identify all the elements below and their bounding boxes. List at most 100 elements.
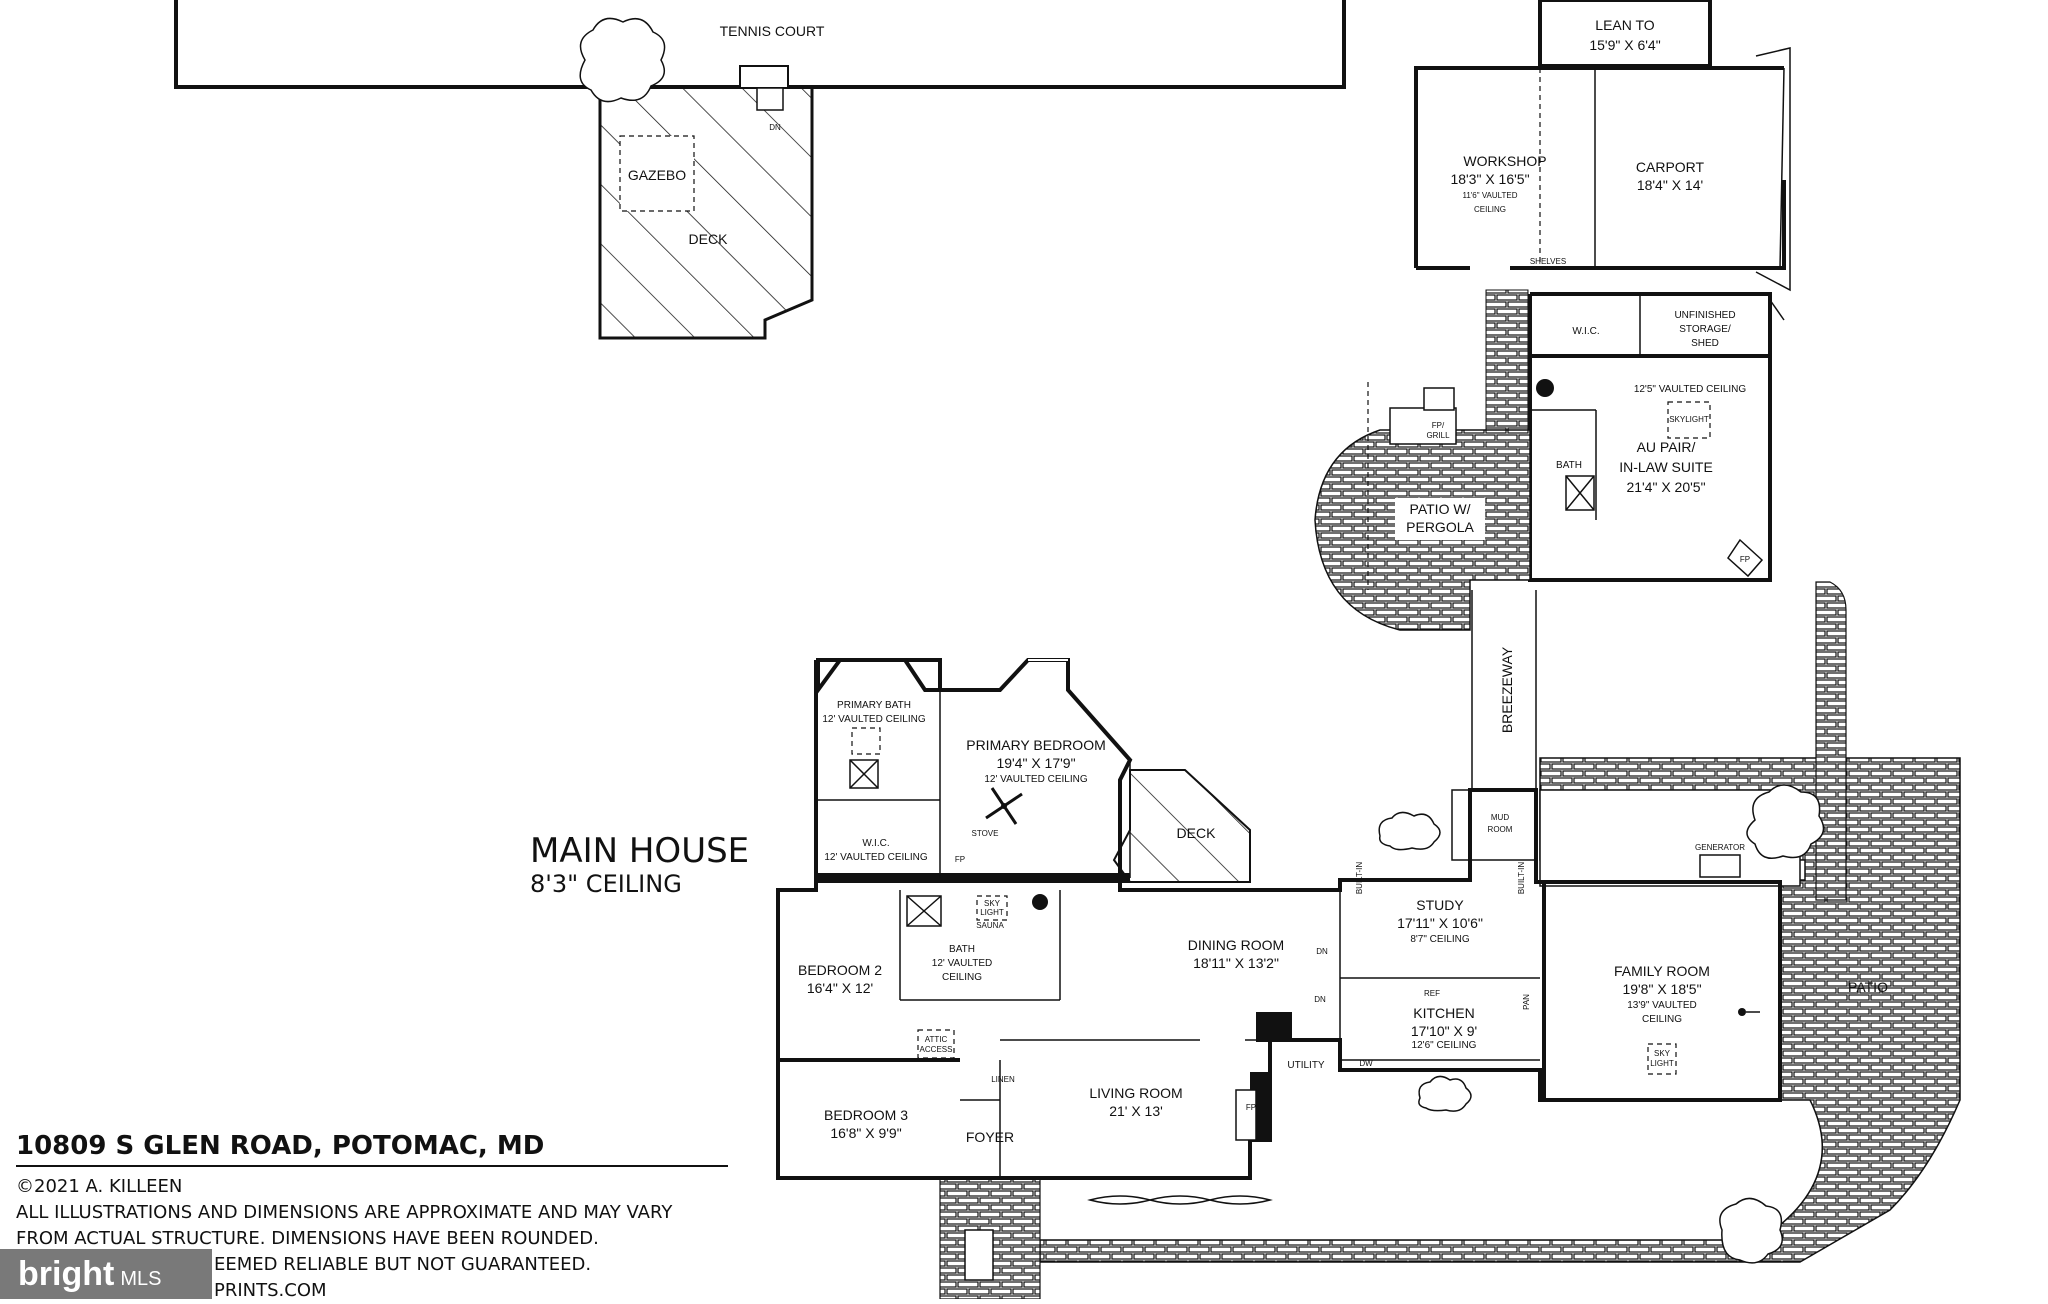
copyright: ©2021 A. KILLEEN	[16, 1176, 182, 1197]
svg-text:SKY: SKY	[1654, 1049, 1671, 1058]
primary-bedroom-label: PRIMARY BEDROOM	[966, 737, 1106, 753]
svg-text:EEMED RELIABLE BUT NOT GUARANT: EEMED RELIABLE BUT NOT GUARANTEED.	[214, 1254, 591, 1275]
svg-text:PAN: PAN	[1522, 994, 1531, 1010]
svg-text:FP: FP	[1740, 555, 1750, 564]
svg-text:ACCESS: ACCESS	[920, 1045, 953, 1054]
bedroom-2-label: BEDROOM 2	[798, 962, 882, 978]
svg-text:17'10" X 9': 17'10" X 9'	[1411, 1023, 1477, 1039]
svg-text:SKYLIGHT: SKYLIGHT	[1669, 415, 1709, 424]
svg-text:GENERATOR: GENERATOR	[1695, 843, 1745, 852]
svg-text:15'9" X 6'4": 15'9" X 6'4"	[1589, 37, 1660, 53]
gazebo-label: GAZEBO	[628, 167, 686, 183]
patio-pergola-label: PATIO W/	[1410, 501, 1471, 517]
utility-label: UTILITY	[1287, 1060, 1325, 1071]
svg-text:LIGHT: LIGHT	[1650, 1059, 1674, 1068]
svg-text:21' X 13': 21' X 13'	[1109, 1103, 1163, 1119]
svg-text:REF: REF	[1424, 989, 1440, 998]
bath-2-label: BATH	[949, 944, 975, 955]
main-house	[776, 658, 1782, 1180]
svg-text:PERGOLA: PERGOLA	[1406, 519, 1474, 535]
svg-text:SAUNA: SAUNA	[976, 921, 1004, 930]
workshop-label: WORKSHOP	[1463, 153, 1546, 169]
svg-text:PRINTS.COM: PRINTS.COM	[214, 1280, 327, 1299]
svg-text:12' VAULTED CEILING: 12' VAULTED CEILING	[824, 852, 927, 863]
svg-text:12' VAULTED CEILING: 12' VAULTED CEILING	[984, 774, 1087, 785]
svg-text:DW: DW	[1359, 1059, 1373, 1068]
kitchen-label: KITCHEN	[1413, 1005, 1474, 1021]
svg-text:18'11" X 13'2": 18'11" X 13'2"	[1193, 955, 1279, 971]
mud-room-label: MUD	[1491, 813, 1509, 822]
svg-text:FP: FP	[955, 855, 965, 864]
primary-bath-label: PRIMARY BATH	[837, 700, 911, 711]
svg-text:16'8" X 9'9": 16'8" X 9'9"	[830, 1125, 901, 1141]
deck-mid-label: DECK	[1177, 825, 1217, 841]
foyer-label: FOYER	[966, 1129, 1014, 1145]
family-room-label: FAMILY ROOM	[1614, 963, 1710, 979]
suite-bath-label: BATH	[1556, 460, 1582, 471]
au-pair-label: AU PAIR/	[1637, 439, 1696, 455]
living-room-label: LIVING ROOM	[1089, 1085, 1182, 1101]
breezeway-label: BREEZEWAY	[1499, 646, 1515, 733]
svg-text:8'7" CEILING: 8'7" CEILING	[1410, 934, 1470, 945]
svg-text:SKY: SKY	[984, 899, 1001, 908]
svg-text:12'6" CEILING: 12'6" CEILING	[1412, 1040, 1477, 1051]
svg-text:BUILT-IN: BUILT-IN	[1517, 862, 1526, 895]
svg-text:16'4" X 12': 16'4" X 12'	[807, 980, 873, 996]
address: 10809 S GLEN ROAD, POTOMAC, MD	[16, 1131, 544, 1161]
tennis-court-label: TENNIS COURT	[720, 23, 825, 39]
breezeway: BREEZEWAY	[1471, 590, 1537, 790]
svg-text:BUILT-IN: BUILT-IN	[1355, 862, 1364, 895]
svg-text:CEILING: CEILING	[942, 972, 982, 983]
svg-text:FP: FP	[1246, 1103, 1256, 1112]
svg-text:ALL ILLUSTRATIONS AND DIMENSIO: ALL ILLUSTRATIONS AND DIMENSIONS ARE APP…	[16, 1202, 673, 1223]
svg-text:19'4" X 17'9": 19'4" X 17'9"	[996, 755, 1075, 771]
svg-text:CEILING: CEILING	[1642, 1014, 1682, 1025]
wic-label-main: W.I.C.	[862, 838, 889, 849]
svg-text:FROM ACTUAL STRUCTURE. DIMENSI: FROM ACTUAL STRUCTURE. DIMENSIONS HAVE B…	[16, 1228, 599, 1249]
study-label: STUDY	[1416, 897, 1464, 913]
svg-text:GRILL: GRILL	[1426, 431, 1450, 440]
svg-text:UNFINISHED: UNFINISHED	[1674, 310, 1735, 321]
patio-right-label: PATIO	[1848, 979, 1888, 995]
svg-text:12' VAULTED: 12' VAULTED	[932, 958, 992, 969]
shrub-icon	[1087, 811, 1472, 1205]
svg-text:DN: DN	[1316, 947, 1328, 956]
svg-text:13'9" VAULTED: 13'9" VAULTED	[1627, 1000, 1697, 1011]
svg-text:SHELVES: SHELVES	[1530, 257, 1566, 266]
svg-text:STOVE: STOVE	[972, 829, 999, 838]
svg-text:21'4" X 20'5": 21'4" X 20'5"	[1626, 479, 1705, 495]
svg-text:STORAGE/: STORAGE/	[1679, 324, 1731, 335]
svg-text:IN-LAW SUITE: IN-LAW SUITE	[1619, 459, 1713, 475]
patio-pergola: FP/ GRILL PATIO W/ PERGOLA	[1314, 382, 1531, 631]
svg-text:CEILING: CEILING	[1474, 205, 1506, 214]
main-house-title: MAIN HOUSE	[530, 831, 749, 871]
svg-text:19'8" X 18'5": 19'8" X 18'5"	[1622, 981, 1701, 997]
svg-text:ROOM: ROOM	[1488, 825, 1513, 834]
deck-top-label: DECK	[689, 231, 729, 247]
svg-text:18'4" X 14': 18'4" X 14'	[1637, 177, 1703, 193]
tennis-court-area: TENNIS COURT DN GAZEBO DECK	[174, 0, 1346, 340]
svg-text:DN: DN	[1314, 995, 1326, 1004]
au-pair-suite: W.I.C. UNFINISHED STORAGE/ SHED 12'5" VA…	[1528, 292, 1785, 582]
wic-label-suite: W.I.C.	[1572, 326, 1599, 337]
svg-text:FP/: FP/	[1432, 421, 1445, 430]
lean-to-label: LEAN TO	[1595, 17, 1655, 33]
carport-label: CARPORT	[1636, 159, 1705, 175]
svg-text:LIGHT: LIGHT	[980, 908, 1004, 917]
ceiling-fan-icon	[985, 787, 1023, 825]
svg-text:18'3" X 16'5": 18'3" X 16'5"	[1450, 171, 1529, 187]
svg-text:11'6" VAULTED: 11'6" VAULTED	[1462, 191, 1517, 200]
dining-room-label: DINING ROOM	[1188, 937, 1284, 953]
tree-icon	[579, 17, 666, 103]
main-house-ceiling: 8'3" CEILING	[530, 870, 682, 898]
svg-text:17'11" X 10'6": 17'11" X 10'6"	[1397, 915, 1483, 931]
svg-text:ATTIC: ATTIC	[925, 1035, 948, 1044]
svg-text:DN: DN	[769, 123, 781, 132]
svg-text:LINEN: LINEN	[991, 1075, 1015, 1084]
outbuilding: LEAN TO 15'9" X 6'4" WORKSHOP 18'3" X 16…	[1414, 0, 1791, 292]
tree-icon	[1719, 784, 1825, 1264]
svg-text:12' VAULTED CEILING: 12' VAULTED CEILING	[822, 714, 925, 725]
svg-text:SHED: SHED	[1691, 338, 1719, 349]
